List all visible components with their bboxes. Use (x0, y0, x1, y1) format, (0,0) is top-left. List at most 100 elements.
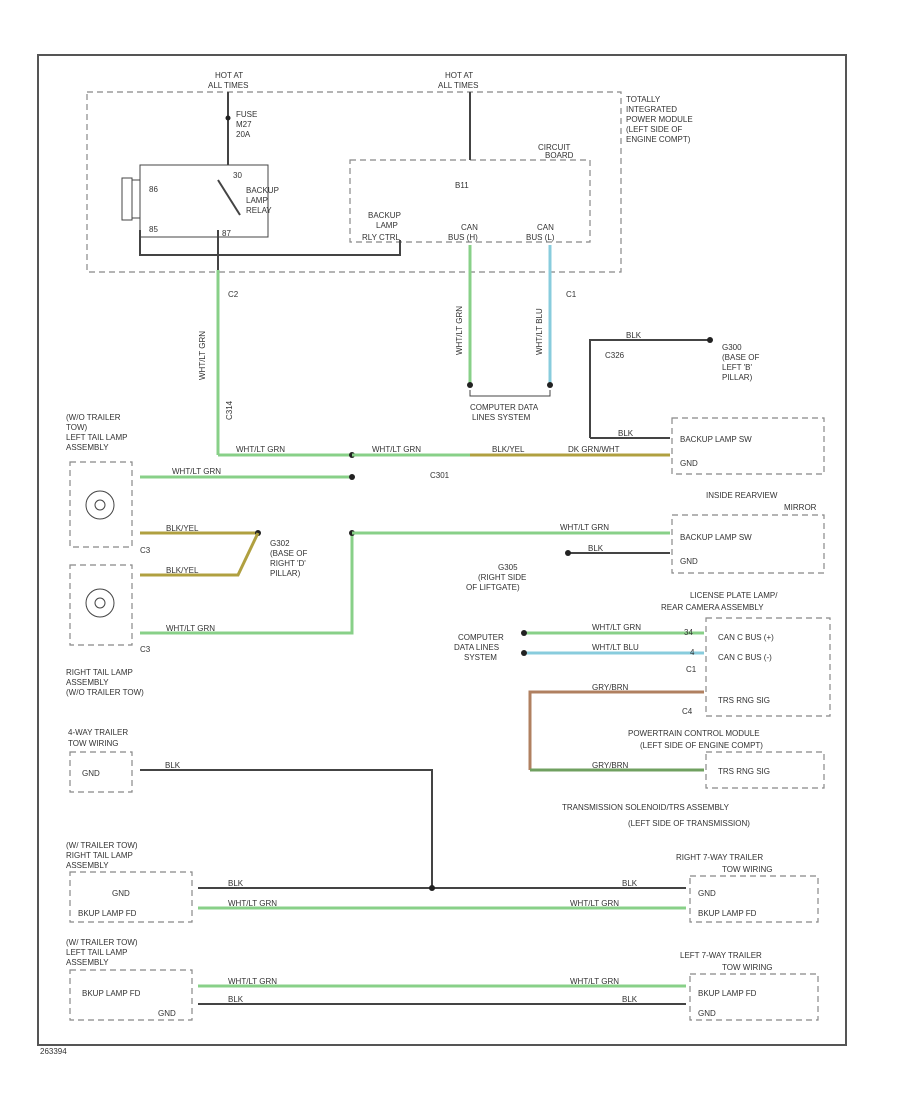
right-7way-gnd: GND (698, 889, 716, 898)
backup-lamp-sw-box-1 (671, 417, 825, 475)
four-way-gnd: GND (82, 769, 100, 778)
right-tow-gnd-label: BLK (228, 879, 244, 888)
backup-lamp-sw-gnd-1: GND (680, 459, 698, 468)
relay-pin-85: 85 (149, 225, 158, 234)
gnd-wire-label: BLK (618, 429, 634, 438)
right-tail-tow-label-2: RIGHT TAIL LAMP (66, 851, 133, 860)
g300-label-1: G300 (722, 343, 742, 352)
left-tail-wire-label: WHT/LT GRN (172, 467, 221, 476)
trs-wire-label-2: GRY/BRN (592, 761, 629, 770)
g305-label-1: G305 (498, 563, 518, 572)
pcm-box (705, 751, 825, 789)
pin-4-label: 4 (690, 648, 695, 657)
c1-label-2: C1 (686, 665, 697, 674)
data-lines-label-2: LINES SYSTEM (472, 413, 531, 422)
g305-label-3: OF LIFTGATE) (466, 583, 520, 592)
relay-pin-87: 87 (222, 229, 231, 238)
relay-label-1: BACKUP (246, 186, 279, 195)
g305-ground-icon (565, 550, 571, 556)
g300-label-3: LEFT 'B' (722, 363, 753, 372)
data-lines-2-label-1: COMPUTER (458, 633, 504, 642)
backup-lamp-sw-label-1: BACKUP LAMP SW (680, 435, 752, 444)
right-tail-tow-label-3: ASSEMBLY (66, 861, 109, 870)
four-way-label-2: TOW WIRING (68, 739, 119, 748)
right-tail-label-1: RIGHT TAIL LAMP (66, 668, 133, 677)
backup-lamp-sw-gnd-2: GND (680, 557, 698, 566)
relay-85-wire (139, 230, 218, 256)
left-tow-gnd-label-2: BLK (622, 995, 638, 1004)
tipm-label-5: ENGINE COMPT) (626, 135, 691, 144)
relay-switch-icon (217, 179, 241, 216)
left-tail-tow-gnd: GND (158, 1009, 176, 1018)
right-7way-label-2: TOW WIRING (722, 865, 773, 874)
relay-pin-86: 86 (149, 185, 158, 194)
left-tail-tow-bkup: BKUP LAMP FD (82, 989, 141, 998)
left-7way-box (689, 973, 819, 1021)
left-tail-lamp-box (69, 461, 133, 548)
tipm-label-1: TOTALLY (626, 95, 661, 104)
can-h-label-1: CAN (461, 223, 478, 232)
right-tail-tow-gnd: GND (112, 889, 130, 898)
can-h-wire-label: WHT/LT GRN (455, 306, 464, 355)
bus-label-4: DK GRN/WHT (568, 445, 620, 454)
g305-wire-label: BLK (588, 544, 604, 553)
figure-id: 263394 (40, 1047, 67, 1056)
trs-wire-label-1: GRY/BRN (592, 683, 629, 692)
license-label-2: REAR CAMERA ASSEMBLY (661, 603, 764, 612)
g302-label-4: PILLAR) (270, 569, 301, 578)
left-tail-tow-label-1: (W/ TRAILER TOW) (66, 938, 138, 947)
tipm-box (86, 91, 622, 273)
data-lines-label-1: COMPUTER DATA (470, 403, 539, 412)
trans-label-2: (LEFT SIDE OF TRANSMISSION) (628, 819, 750, 828)
can-c-l-wire-label: WHT/LT BLU (592, 643, 639, 652)
right-tail-tow-label-1: (W/ TRAILER TOW) (66, 841, 138, 850)
diagram-frame (37, 54, 847, 1046)
c4-label: C4 (682, 707, 693, 716)
left-7way-bkup: BKUP LAMP FD (698, 989, 757, 998)
left-tail-tow-label-2: LEFT TAIL LAMP (66, 948, 128, 957)
left-tow-backup-label: WHT/LT GRN (228, 977, 277, 986)
tipm-label-3: POWER MODULE (626, 115, 693, 124)
g300-label-2: (BASE OF (722, 353, 759, 362)
data-lines-2-label-3: SYSTEM (464, 653, 497, 662)
can-l-label-2: BUS (L) (526, 233, 555, 242)
g300-wire-label: BLK (626, 331, 642, 340)
license-lamp-box (705, 617, 831, 717)
right-tail-label-3: (W/O TRAILER TOW) (66, 688, 144, 697)
rly-ctrl-label-3: RLY CTRL (362, 233, 400, 242)
right-tow-gnd-label-2: BLK (622, 879, 638, 888)
license-label-1: LICENSE PLATE LAMP/ (690, 591, 778, 600)
hot-label-2-line-2: ALL TIMES (438, 81, 478, 90)
mirror-wire-label: WHT/LT GRN (560, 523, 609, 532)
g302-label-2: (BASE OF (270, 549, 307, 558)
c301-label: C301 (430, 471, 450, 480)
g300-label-4: PILLAR) (722, 373, 753, 382)
right-tail-lamp-box (69, 564, 133, 646)
right-tail-bulb-icon (85, 588, 115, 618)
fuse-label-1: FUSE (236, 110, 257, 119)
g300-conn-label: C326 (605, 351, 625, 360)
tipm-label-4: (LEFT SIDE OF (626, 125, 682, 134)
trans-label-1: TRANSMISSION SOLENOID/TRS ASSEMBLY (562, 803, 730, 812)
rly-ctrl-label-2: LAMP (376, 221, 398, 230)
fuse-label-2: M27 (236, 120, 252, 129)
left-7way-label-1: LEFT 7-WAY TRAILER (680, 951, 762, 960)
pcm-label-1: POWERTRAIN CONTROL MODULE (628, 729, 760, 738)
right-tail-gnd-wire (140, 532, 260, 577)
circuit-board-label-2: BOARD (545, 151, 574, 160)
relay-coil-icon (121, 177, 133, 221)
left-tail-label-1: (W/O TRAILER (66, 413, 121, 422)
c3-label-2: C3 (140, 645, 151, 654)
trs-sig-label-2: TRS RNG SIG (718, 767, 770, 776)
can-c-h-wire-label: WHT/LT GRN (592, 623, 641, 632)
can-c-l-label: CAN C BUS (-) (718, 653, 772, 662)
four-way-wire-label: BLK (165, 761, 181, 770)
trs-sig-label-1: TRS RNG SIG (718, 696, 770, 705)
pin-34-label: 34 (684, 628, 693, 637)
fuse-label-3: 20A (236, 130, 251, 139)
relay-label-2: LAMP (246, 196, 268, 205)
g300-ground-wire (589, 339, 710, 438)
pcm-label-2: (LEFT SIDE OF ENGINE COMPT) (640, 741, 763, 750)
c1-label: C1 (566, 290, 577, 299)
